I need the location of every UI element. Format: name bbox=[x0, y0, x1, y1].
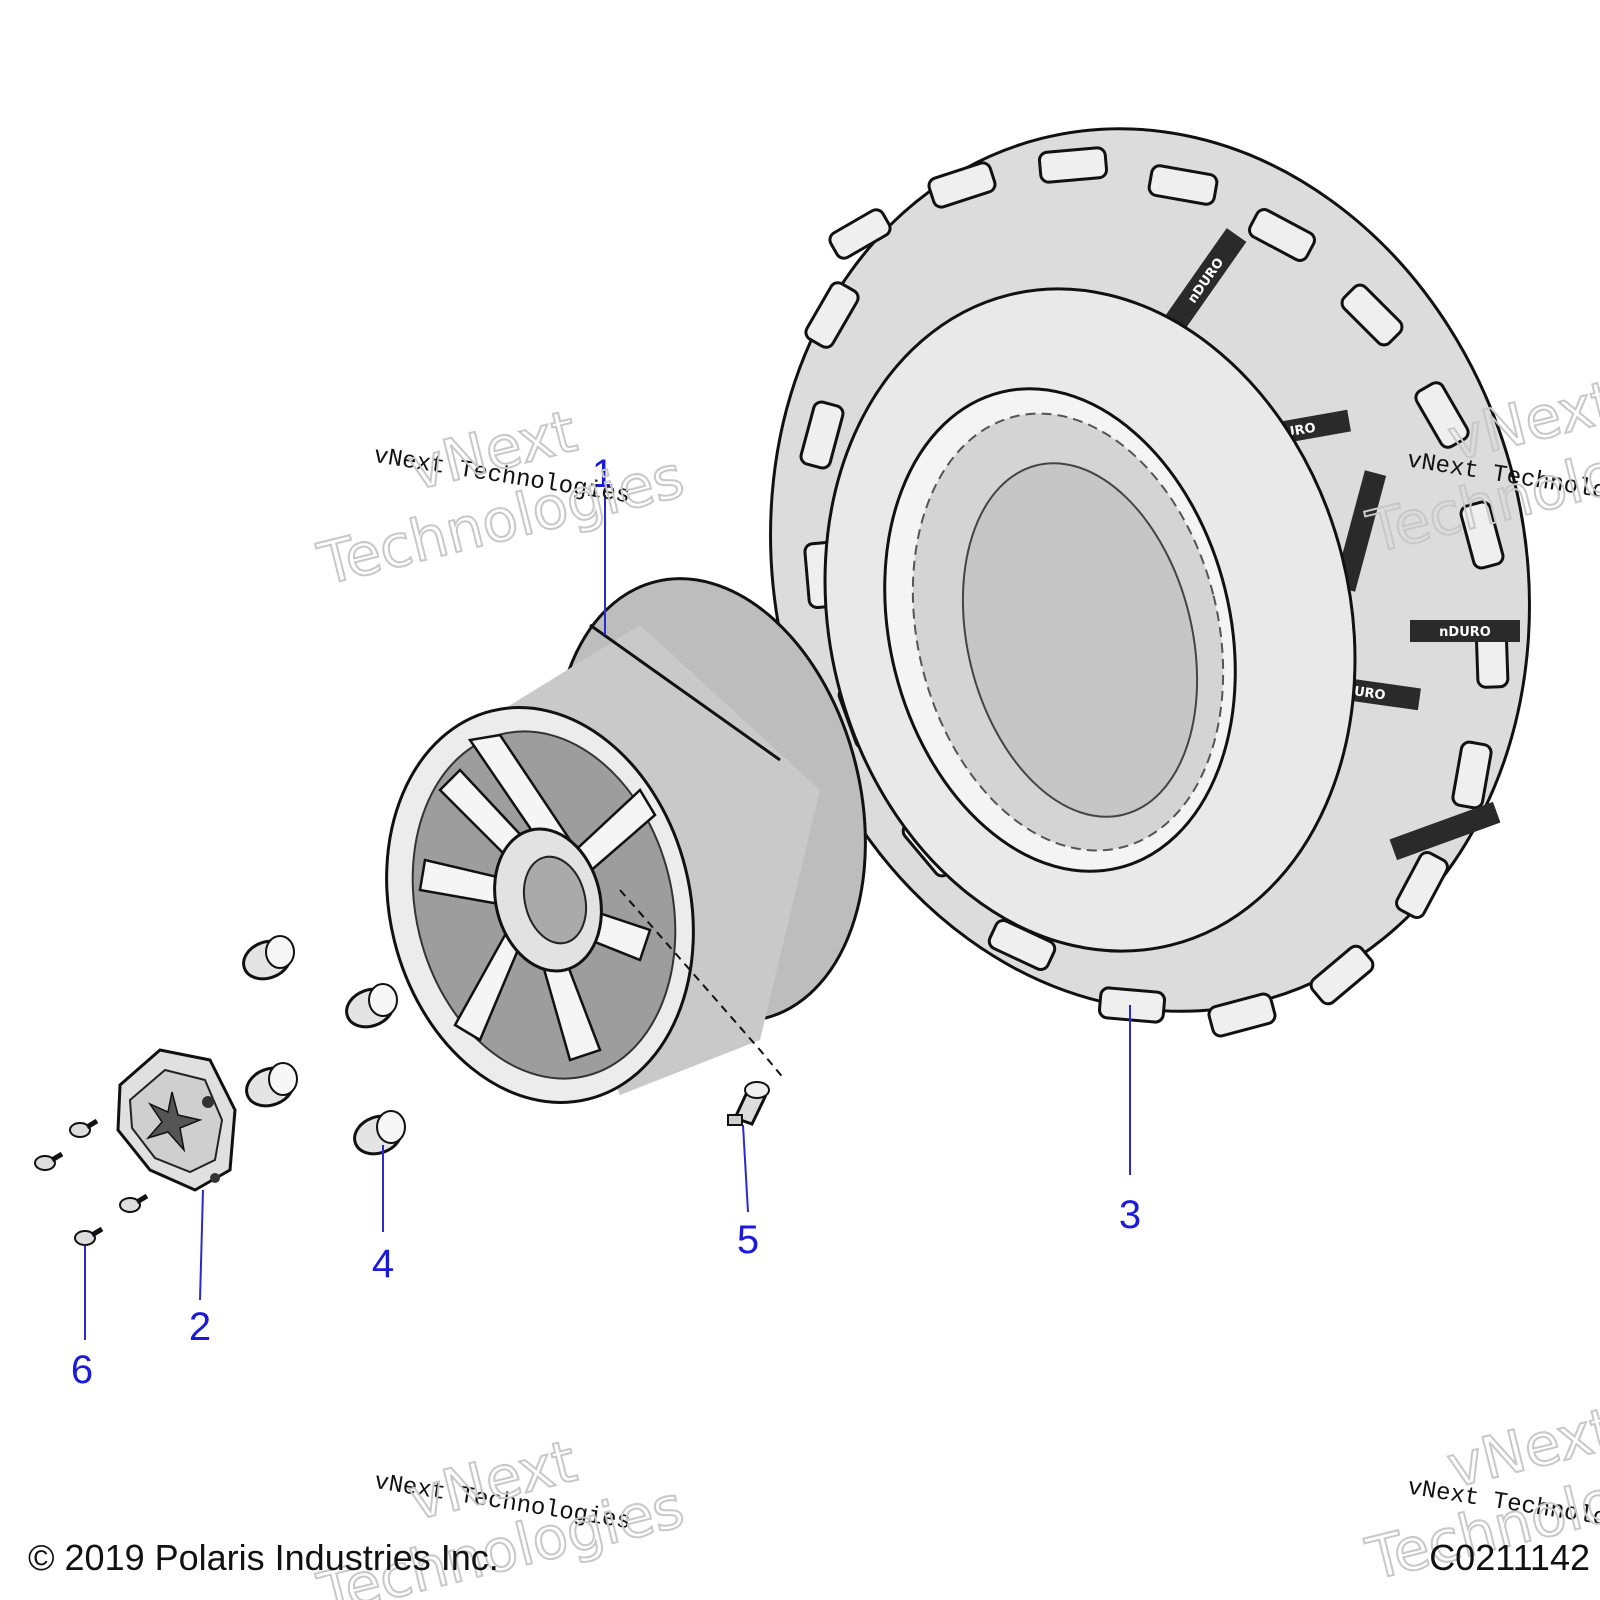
callout-3: 3 bbox=[1119, 1193, 1141, 1237]
callout-4: 4 bbox=[372, 1242, 394, 1286]
center-cap-part bbox=[116, 1048, 237, 1192]
tire-brand-text: nDURO bbox=[1439, 625, 1491, 640]
lug-nut bbox=[345, 983, 398, 1029]
screws-part bbox=[34, 1118, 149, 1246]
lug-nuts-part bbox=[242, 935, 406, 1156]
lug-nut bbox=[242, 935, 295, 981]
wheel-rim-part bbox=[385, 577, 867, 1104]
lug-nut bbox=[245, 1062, 298, 1108]
callout-6: 6 bbox=[71, 1348, 93, 1392]
callout-1: 1 bbox=[592, 452, 614, 496]
leader-lines bbox=[84, 495, 1131, 1340]
copyright-text: © 2019 Polaris Industries Inc. bbox=[28, 1537, 499, 1578]
tire-part: nDURO nDURO nDURO nDURO bbox=[769, 127, 1531, 1038]
lug-nut bbox=[353, 1110, 406, 1156]
screw bbox=[74, 1226, 104, 1246]
valve-stem-part bbox=[727, 1081, 770, 1126]
diagram-code: C0211142 bbox=[1429, 1537, 1590, 1578]
callout-5: 5 bbox=[737, 1218, 759, 1262]
leader-line-2 bbox=[199, 1189, 204, 1301]
screw bbox=[34, 1151, 64, 1171]
callout-labels: 1 2 3 4 5 6 bbox=[71, 452, 1141, 1392]
screw bbox=[119, 1193, 149, 1213]
leader-line-5 bbox=[742, 1124, 749, 1213]
screw bbox=[69, 1118, 99, 1138]
callout-2: 2 bbox=[189, 1305, 211, 1349]
